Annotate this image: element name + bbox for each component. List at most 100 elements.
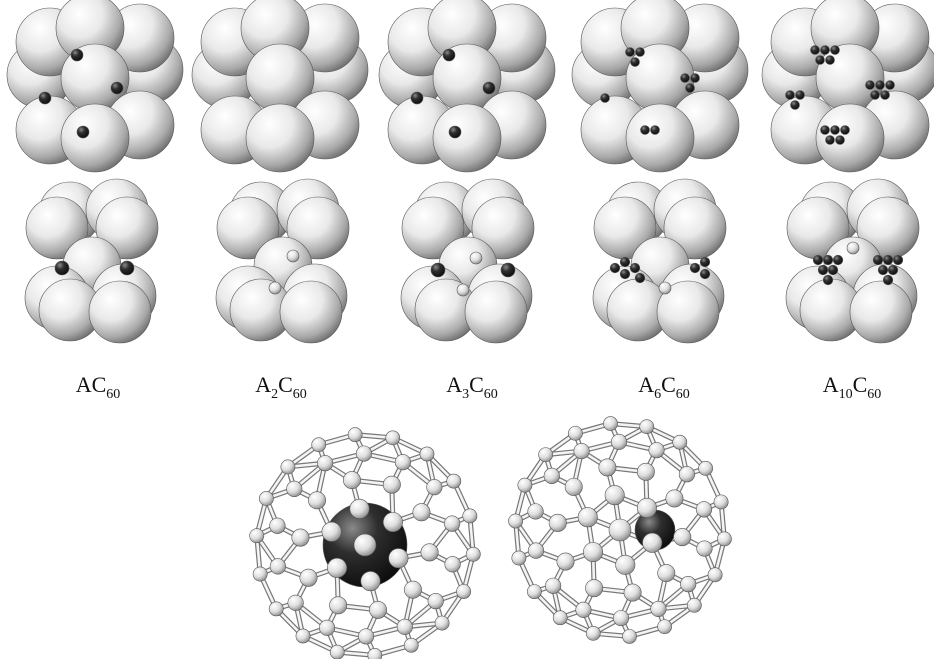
carbon-atom [609,519,631,541]
carbon-atom [413,504,430,521]
label-a10c60: A10C60 [782,372,922,398]
carbon-atom [463,509,477,523]
dopant-atom [690,263,700,273]
carbon-atom [466,547,480,561]
c60-sphere [61,104,129,172]
label-a2c60: A2C60 [211,372,351,398]
label-a2c60-base: A [255,372,271,397]
carbon-atom [518,478,532,492]
dopant-atom [55,261,69,275]
dopant-atom [411,92,423,104]
carbon-atom [553,611,567,625]
c60-sphere [246,104,314,172]
interstitial-atom [269,282,281,294]
carbon-atom [574,443,589,458]
carbon-atom [565,478,582,495]
dopant-atom [876,81,885,90]
carbon-atom [544,468,560,484]
carbon-atom [369,601,386,618]
carbon-atom [549,514,566,531]
carbon-atom [330,597,347,614]
dopant-atom [786,91,795,100]
carbon-atom [383,476,400,493]
label-ac60: AC60 [28,372,168,398]
carbon-atom [640,420,654,434]
dopant-atom [816,56,825,65]
carbon-atom [699,461,713,475]
label-a10c60-sub-b: 60 [867,387,881,402]
dopant-atom [483,82,495,94]
dopant-atom [811,46,820,55]
label-a10c60-mid: C [853,372,868,397]
carbon-atom [445,556,461,572]
dopant-atom [888,265,898,275]
dopant-atom [641,126,650,135]
carbon-atom [435,616,449,630]
carbon-atom [605,485,624,504]
carbon-atom [389,549,408,568]
label-a3c60: A3C60 [402,372,542,398]
carbon-atom [568,426,582,440]
carbon-atom [696,502,712,518]
dopant-atom [831,46,840,55]
lattice-bottom-3 [401,179,534,343]
lattice-top-1 [7,0,183,172]
lattice-top-3 [379,0,555,172]
label-a6c60: A6C60 [594,372,734,398]
label-ac60-base: A [76,372,92,397]
carbon-atom [322,522,341,541]
carbon-atom [603,417,617,431]
carbon-atom [527,585,541,599]
carbon-atom [583,542,602,561]
carbon-atom [420,447,434,461]
carbon-atom [508,514,522,528]
interstitial-atom [457,284,469,296]
dopant-atom [620,257,630,267]
carbon-atom [296,629,310,643]
c60-sphere [465,281,527,343]
dopant-atom [813,255,823,265]
carbon-atom [599,459,616,476]
dopant-atom [71,49,83,61]
dopant-atom [120,261,134,275]
carbon-atom [300,569,317,586]
dopant-atom [818,265,828,275]
dopant-atom [836,136,845,145]
carbon-atom [312,438,326,452]
label-a6c60-base: A [638,372,654,397]
carbon-atom [624,584,641,601]
dopant-atom [828,265,838,275]
c60-sphere [433,104,501,172]
label-a10c60-base: A [823,372,839,397]
lattice-bottom-5 [786,179,919,343]
label-a6c60-sub-b: 60 [676,387,690,402]
interstitial-atom [659,282,671,294]
carbon-atom [404,581,421,598]
lattice-top-4 [572,0,748,172]
dopant-atom [635,273,645,283]
dopant-atom [823,275,833,285]
carbon-atom [428,593,444,609]
dopant-atom [821,126,830,135]
carbon-atom [421,544,438,561]
lattice-top-5 [762,0,934,172]
label-a10c60-sub-a: 10 [839,387,853,402]
carbon-atom [586,626,600,640]
dopant-atom [651,126,660,135]
c60-ball-with-endohedral-atom-left [250,428,481,659]
dopant-atom [501,263,515,277]
carbon-atom [356,446,371,461]
carbon-atom [457,584,471,598]
dopant-atom [821,46,830,55]
carbon-atom [383,512,402,531]
carbon-atom [714,495,728,509]
dopant-atom [831,126,840,135]
carbon-atom [512,551,526,565]
carbon-atom [350,499,369,518]
carbon-atom [666,490,683,507]
dopant-atom [449,126,461,138]
dopant-atom [883,255,893,265]
label-a3c60-mid: C [469,372,484,397]
carbon-atom [287,481,303,497]
carbon-atom [643,533,662,552]
